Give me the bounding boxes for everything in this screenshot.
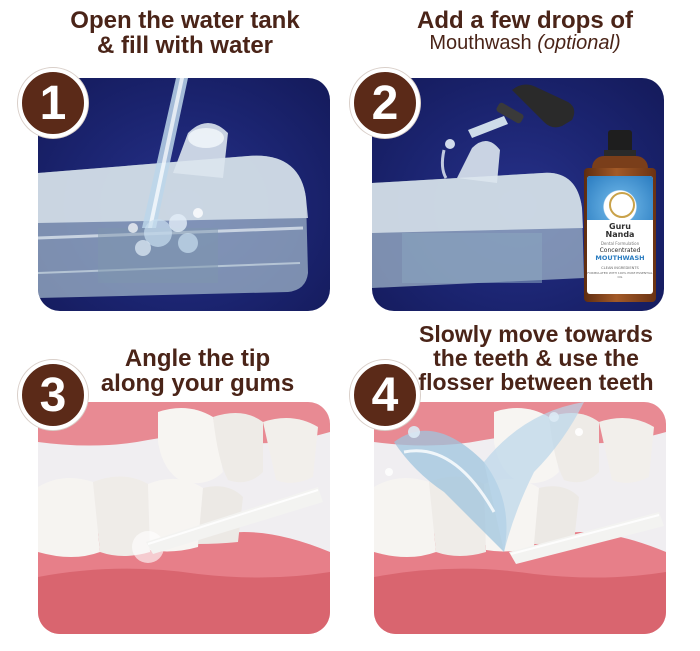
step-2-title-line2: Mouthwash [429, 32, 532, 55]
step-4-title-line3: flosser between teeth [418, 369, 654, 396]
mouthwash-bottle: Guru Nanda Dental Formulation Concentrat… [584, 130, 656, 302]
step-2-panel: Guru Nanda Dental Formulation Concentrat… [372, 78, 664, 311]
teeth-tip-illustration [38, 402, 330, 634]
mouthwash-tank-illustration [372, 84, 584, 288]
step-3-title-line2: along your gums [100, 370, 295, 398]
step-2-badge: 2 [350, 68, 420, 138]
step-3-title-line1: Angle the tip [124, 345, 271, 372]
step-1-badge: 1 [18, 68, 88, 138]
step-4-number: 4 [371, 368, 399, 422]
step-2-title-line2-wrap: Mouthwash (optional) [370, 33, 680, 54]
dropper-icon [440, 84, 575, 179]
bottle-fine-print2: FORMULATED WITH 100% PURE ESSENTIAL OIL [587, 271, 653, 279]
step-2-title-optional: (optional) [537, 32, 621, 55]
step-1-title-line2: & fill with water [96, 32, 273, 60]
bottle-label: Guru Nanda Dental Formulation Concentrat… [587, 176, 653, 294]
bottle-brand-line2: Nanda [605, 230, 635, 239]
step-4-panel [374, 402, 666, 634]
bottle-product-line2: MOUTHWASH [595, 254, 645, 262]
step-1-panel [38, 78, 330, 311]
step-4-title-line2: the teeth & use the [433, 345, 639, 372]
bottle-product-small: Dental Formulation [600, 241, 640, 246]
step-2-title-line1: Add a few drops of [417, 7, 633, 34]
step-2-title: Add a few drops of Mouthwash (optional) [370, 8, 680, 54]
step-3-number: 3 [39, 368, 67, 422]
step-4-title: Slowly move towards the teeth & use the … [398, 321, 674, 396]
step-4-title-line1: Slowly move towards [419, 321, 653, 347]
teeth-flossing-illustration [374, 402, 666, 634]
bottle-product-line1: Concentrated [599, 247, 641, 254]
step-1-title: Open the water tank & fill with water [40, 7, 330, 60]
step-1-number: 1 [39, 76, 67, 130]
step-3-title: Angle the tip along your gums [60, 345, 335, 398]
step-4-badge: 4 [350, 360, 420, 430]
step-1-title-line1: Open the water tank [70, 7, 300, 34]
step-3-badge: 3 [18, 360, 88, 430]
step-2-number: 2 [371, 76, 399, 130]
bottle-fine-print1: CLEAN INGREDIENTS [601, 266, 639, 270]
water-tank-illustration [38, 78, 308, 298]
step-3-panel [38, 402, 330, 634]
bottle-brand-line1: Guru [609, 222, 631, 231]
